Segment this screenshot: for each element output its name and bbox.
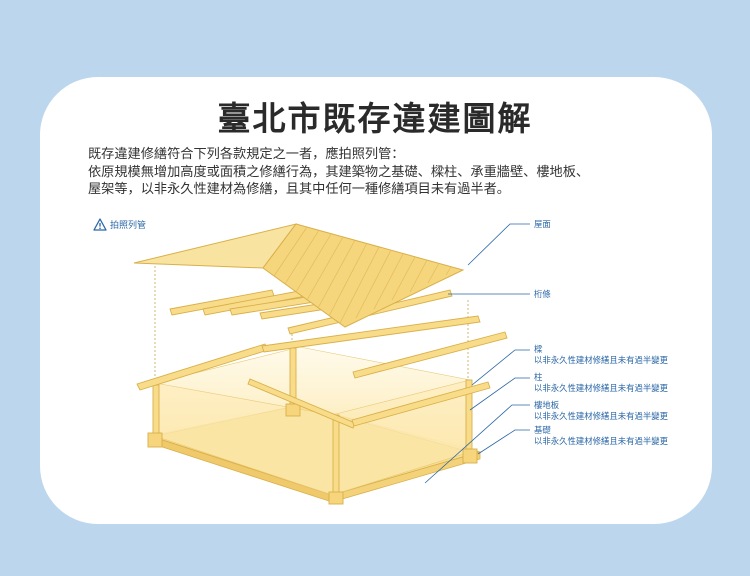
label-note: 以非永久性建材修繕且未有過半變更 xyxy=(534,383,668,393)
description-line: 既存違建修繕符合下列各款規定之一者，應拍照列管： xyxy=(88,147,405,162)
roof xyxy=(133,223,465,328)
label-title: 基礎 xyxy=(534,425,551,435)
warning-icon xyxy=(93,218,107,231)
label-title: 屋面 xyxy=(534,219,551,229)
label-purlin: 桁條 xyxy=(534,289,551,300)
label-foundation: 基礎 以非永久性建材修繕且未有過半變更 xyxy=(534,425,668,447)
label-beam: 樑 以非永久性建材修繕且未有過半變更 xyxy=(534,344,668,366)
beams xyxy=(136,315,508,429)
leader-lines xyxy=(424,223,530,484)
warning-tag: 拍照列管 xyxy=(93,218,146,231)
label-note: 以非永久性建材修繕且未有過半變更 xyxy=(534,411,668,421)
label-title: 樑 xyxy=(534,344,543,354)
warning-label: 拍照列管 xyxy=(110,221,147,231)
label-title: 樓地板 xyxy=(534,400,560,410)
label-column: 柱 以非永久性建材修繕且未有過半變更 xyxy=(534,372,668,394)
foundations xyxy=(147,403,478,505)
label-roof: 屋面 xyxy=(534,219,551,230)
label-title: 柱 xyxy=(534,372,543,382)
label-note: 以非永久性建材修繕且未有過半變更 xyxy=(534,436,668,446)
description-line: 屋架等，以非永久性建材為修繕，且其中任何一種修繕項目未有過半者。 xyxy=(88,182,510,197)
page-title: 臺北市既存違建圖解 xyxy=(217,99,533,138)
label-note: 以非永久性建材修繕且未有過半變更 xyxy=(534,355,668,365)
label-floor: 樓地板 以非永久性建材修繕且未有過半變更 xyxy=(534,400,668,422)
description: 既存違建修繕符合下列各款規定之一者，應拍照列管： 依原規模無增加高度或面積之修繕… xyxy=(88,146,698,199)
label-title: 桁條 xyxy=(534,289,551,299)
description-line: 依原規模無增加高度或面積之修繕行為，其建築物之基礎、樑柱、承重牆壁、樓地板、 xyxy=(88,164,590,180)
